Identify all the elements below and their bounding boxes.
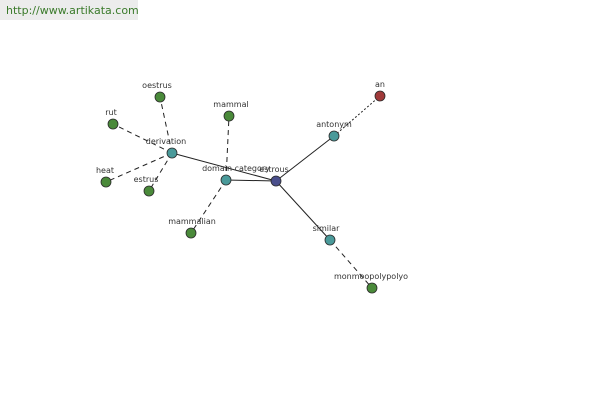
node-label: domain category (202, 164, 270, 173)
node-marker[interactable] (366, 282, 378, 294)
node-label: oestrus (142, 81, 172, 90)
node-marker[interactable] (220, 174, 232, 186)
site-url[interactable]: http://www.artikata.com (0, 0, 139, 20)
node-an[interactable]: an (374, 80, 386, 102)
edge-estrous-domain_category (225, 179, 277, 182)
edge-domain_category-mammalian (190, 179, 227, 234)
node-rut[interactable]: rut (105, 108, 119, 130)
node-estrus[interactable]: estrus (134, 175, 159, 197)
edge-estrous-similar (275, 180, 331, 241)
edge-derivation-estrus (148, 152, 173, 192)
node-heat[interactable]: heat (96, 166, 114, 188)
node-marker[interactable] (107, 118, 119, 130)
node-antonym[interactable]: antonym (316, 120, 352, 142)
node-label: monmoopolypolyo (334, 272, 408, 281)
node-label: antonym (316, 120, 352, 129)
node-label: mammalian (168, 217, 216, 226)
node-label: similar (313, 224, 341, 233)
edge-domain_category-mammal (225, 115, 230, 181)
node-label: mammal (213, 100, 248, 109)
node-marker[interactable] (166, 147, 178, 159)
node-similar[interactable]: similar (313, 224, 341, 246)
node-marker[interactable] (374, 90, 386, 102)
edge-estrous-antonym (275, 135, 335, 182)
node-marker[interactable] (324, 234, 336, 246)
node-marker[interactable] (223, 110, 235, 122)
node-marker[interactable] (185, 227, 197, 239)
node-label: an (375, 80, 385, 89)
node-marker[interactable] (154, 91, 166, 103)
node-label: heat (96, 166, 114, 175)
node-marker[interactable] (100, 176, 112, 188)
edge-derivation-oestrus (159, 96, 173, 154)
node-monmoopolypolyo[interactable]: monmoopolypolyo (334, 272, 408, 294)
node-marker[interactable] (328, 130, 340, 142)
node-label: derivation (146, 137, 186, 146)
node-marker[interactable] (143, 185, 155, 197)
node-estrous[interactable]: estrous (259, 165, 289, 187)
edge-similar-monmoopolypolyo (329, 239, 373, 289)
node-label: rut (105, 108, 117, 117)
node-derivation[interactable]: derivation (146, 137, 186, 159)
edge-antonym-an (333, 95, 381, 137)
node-label: estrous (259, 165, 288, 174)
graph-edges (105, 95, 381, 289)
edge-derivation-rut (112, 123, 173, 154)
node-mammalian[interactable]: mammalian (168, 217, 216, 239)
node-oestrus[interactable]: oestrus (142, 81, 172, 103)
edge-estrous-derivation (171, 152, 277, 182)
edge-derivation-heat (105, 152, 173, 183)
node-domain_category[interactable]: domain category (202, 164, 270, 186)
node-marker[interactable] (270, 175, 282, 187)
node-mammal[interactable]: mammal (213, 100, 249, 122)
graph-nodes: estrous derivation domain category antonym s… (96, 80, 408, 294)
node-label: estrus (134, 175, 159, 184)
